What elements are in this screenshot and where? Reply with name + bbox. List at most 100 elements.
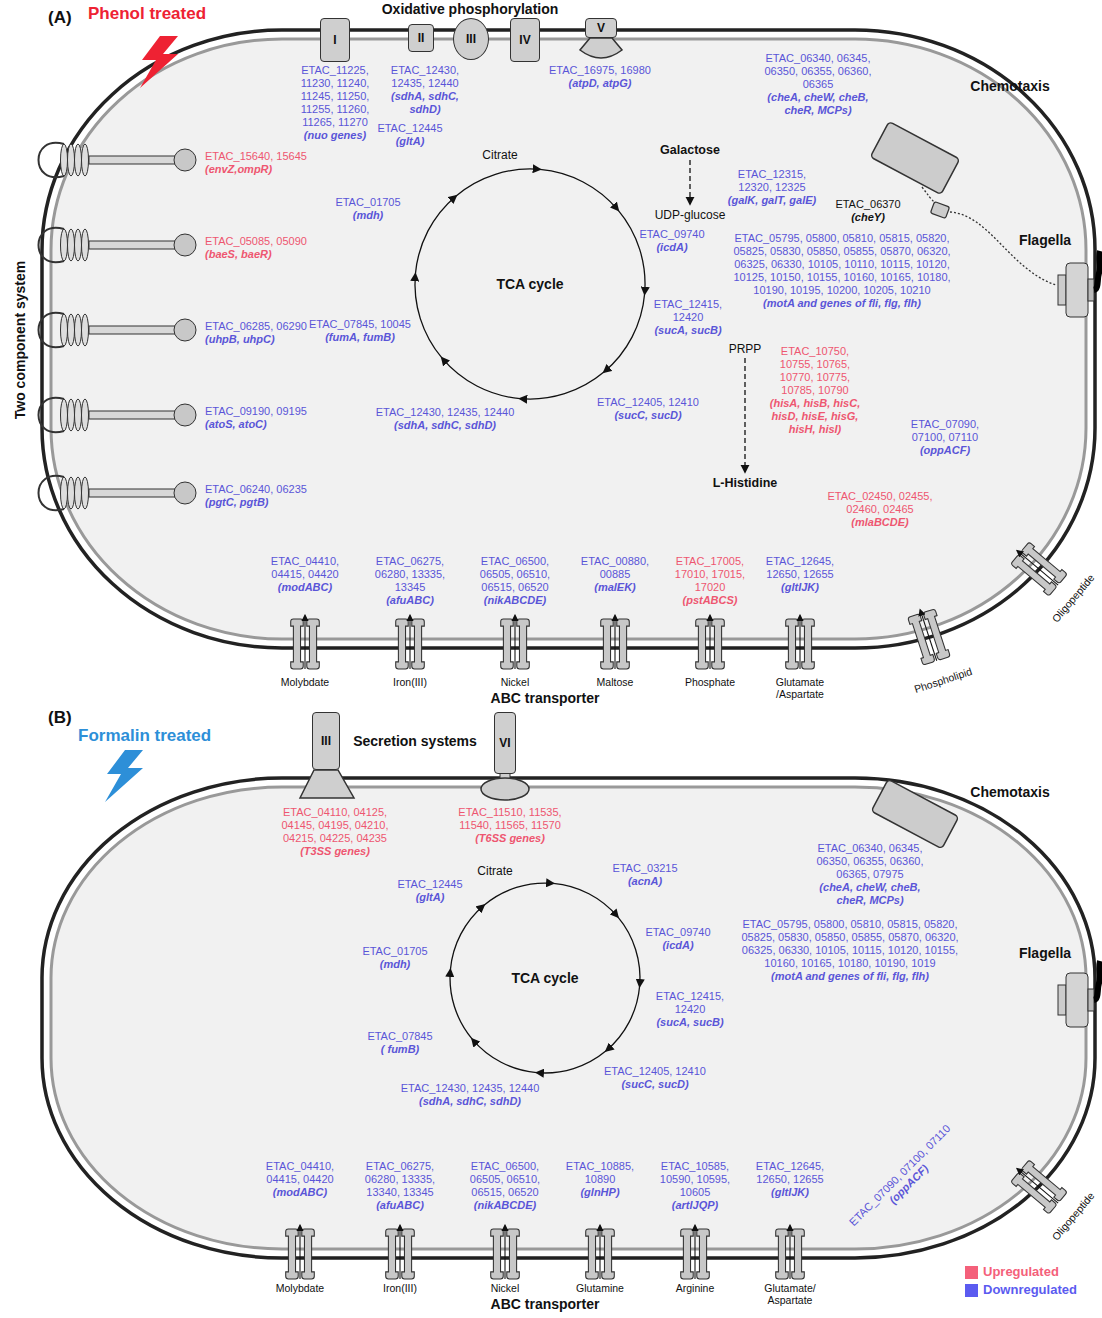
gene-label: ETAC_06275, 06280, 13335, 13345 xyxy=(365,555,455,594)
gene-label: ETAC_10750, 10755, 10765, 10770, 10775, … xyxy=(765,345,865,397)
gene-label: ETAC_07090, 07100, 07110 xyxy=(895,418,995,444)
gene-name: (atpD, atpG) xyxy=(545,77,655,90)
gene-name: (icdA) xyxy=(637,241,707,254)
gene-label: ETAC_07845, 10045 xyxy=(305,318,415,331)
gene-label: ETAC_06240, 06235 xyxy=(205,483,335,496)
treatment-label: Formalin treated xyxy=(78,726,248,746)
gene-label: ETAC_09740 xyxy=(637,228,707,241)
legend-swatch xyxy=(965,1266,978,1279)
gene-name: (sucC, sucD) xyxy=(600,1078,710,1091)
gene-name: (sucA, sucB) xyxy=(650,1016,730,1029)
legend-swatch xyxy=(965,1284,978,1297)
complex-box: IV xyxy=(510,18,540,62)
gene-label: ETAC_05795, 05800, 05810, 05815, 05820, … xyxy=(730,232,955,297)
metabolite-label: Galactose xyxy=(645,143,735,158)
panel-label: (B) xyxy=(48,708,88,728)
gene-name: (oppACF) xyxy=(895,444,995,457)
complex-box: III xyxy=(453,18,489,60)
gene-name: (nikABCDE) xyxy=(460,1199,550,1212)
gene-name: (gltIJK) xyxy=(755,581,845,594)
treatment-label: Phenol treated xyxy=(88,4,258,24)
gene-label: ETAC_11510, 11535, 11540, 11565, 11570 xyxy=(453,806,568,832)
substrate-label: Phosphate xyxy=(670,676,750,688)
gene-label: ETAC_01705 xyxy=(333,196,403,209)
gene-label: ETAC_01705 xyxy=(360,945,430,958)
substrate-label: Maltose xyxy=(575,676,655,688)
gene-name: (fumA, fumB) xyxy=(305,331,415,344)
gene-name: (uhpB, uhpC) xyxy=(205,333,335,346)
metabolite-label: UDP-glucose xyxy=(645,208,735,222)
gene-name: ( fumB) xyxy=(365,1043,435,1056)
section-heading: ABC transporter xyxy=(475,1296,615,1312)
substrate-label: Glutamate /Aspartate xyxy=(765,676,835,700)
section-heading: Oxidative phosphorylation xyxy=(340,1,600,17)
complex-number: II xyxy=(418,31,425,45)
gene-label: ETAC_09740 xyxy=(643,926,713,939)
gene-name: (gltA) xyxy=(395,891,465,904)
complex-box: II xyxy=(408,24,434,52)
legend-text: Upregulated xyxy=(983,1264,1059,1280)
gene-label: ETAC_11225, 11230, 11240, 11245, 11250, … xyxy=(294,64,376,129)
gene-label: ETAC_12315, 12320, 12325 xyxy=(722,168,822,194)
complex-box: VI xyxy=(494,712,516,774)
gene-label: ETAC_05795, 05800, 05810, 05815, 05820, … xyxy=(738,918,963,970)
substrate-label: Arginine xyxy=(655,1282,735,1294)
metabolite-label: Citrate xyxy=(470,148,530,162)
substrate-label: Nickel xyxy=(475,676,555,688)
gene-name: (motA and genes of fli, flg, flh) xyxy=(730,297,955,310)
legend-text: Downregulated xyxy=(983,1282,1077,1298)
gene-name: (gltA) xyxy=(375,135,445,148)
gene-label: ETAC_05085, 05090 xyxy=(205,235,335,248)
section-heading: Flagella xyxy=(1005,945,1085,961)
substrate-label: Phospholipid xyxy=(903,662,983,698)
gene-name: (mdh) xyxy=(360,958,430,971)
substrate-label: Iron(III) xyxy=(360,1282,440,1294)
section-heading: Two component system xyxy=(12,240,28,440)
gene-name: (sdhA, sdhC, sdhD) xyxy=(385,90,465,116)
gene-label: ETAC_06370 xyxy=(828,198,908,211)
gene-name: (modABC) xyxy=(255,1186,345,1199)
gene-label: ETAC_12415, 12420 xyxy=(651,298,726,324)
gene-name: (cheY) xyxy=(828,211,908,224)
gene-label: ETAC_06285, 06290 xyxy=(205,320,335,333)
gene-name: (T3SS genes) xyxy=(275,845,395,858)
gene-label: ETAC_07845 xyxy=(365,1030,435,1043)
gene-name: (malEK) xyxy=(570,581,660,594)
gene-name: (glnHP) xyxy=(555,1186,645,1199)
gene-label: ETAC_06275, 06280, 13335, 13340, 13345 xyxy=(355,1160,445,1199)
gene-name: (cheA, cheW, cheB, cheR, MCPs) xyxy=(761,91,876,117)
substrate-label: Molybdate xyxy=(265,676,345,688)
section-heading: Chemotaxis xyxy=(960,78,1060,94)
gene-label: ETAC_12405, 12410 xyxy=(593,396,703,409)
substrate-label: Nickel xyxy=(465,1282,545,1294)
gene-label: ETAC_15640, 15645 xyxy=(205,150,335,163)
section-heading: TCA cycle xyxy=(500,970,590,986)
panel-label: (A) xyxy=(48,8,88,28)
gene-name: (atoS, atoC) xyxy=(205,418,335,431)
gene-label: ETAC_00880, 00885 xyxy=(570,555,660,581)
substrate-label: Iron(III) xyxy=(370,676,450,688)
metabolite-label: Citrate xyxy=(465,864,525,878)
gene-label: ETAC_17005, 17010, 17015, 17020 xyxy=(665,555,755,594)
gene-name: (pstABCS) xyxy=(665,594,755,607)
section-heading: Flagella xyxy=(1005,232,1085,248)
gene-label: ETAC_12430, 12435, 12440 xyxy=(395,1082,545,1095)
metabolite-label: PRPP xyxy=(720,342,770,356)
section-heading: Secretion systems xyxy=(350,733,480,749)
complex-number: III xyxy=(466,32,476,46)
gene-name: (galK, galT, galE) xyxy=(722,194,822,207)
gene-label: ETAC_12405, 12410 xyxy=(600,1065,710,1078)
gene-name: (sucC, sucD) xyxy=(593,409,703,422)
gene-label: ETAC_12430, 12435, 12440 xyxy=(385,64,465,90)
complex-number: VI xyxy=(499,736,510,750)
gene-name: (T6SS genes) xyxy=(453,832,568,845)
gene-name: (afuABC) xyxy=(365,594,455,607)
gene-label: ETAC_04410, 04415, 04420 xyxy=(255,1160,345,1186)
gene-label: ETAC_03215 xyxy=(610,862,680,875)
gene-label: ETAC_04110, 04125, 04145, 04195, 04210, … xyxy=(275,806,395,845)
gene-label: ETAC_06340, 06345, 06350, 06355, 06360, … xyxy=(810,842,930,881)
gene-label: ETAC_12645, 12650, 12655 xyxy=(745,1160,835,1186)
gene-label: ETAC_12415, 12420 xyxy=(650,990,730,1016)
